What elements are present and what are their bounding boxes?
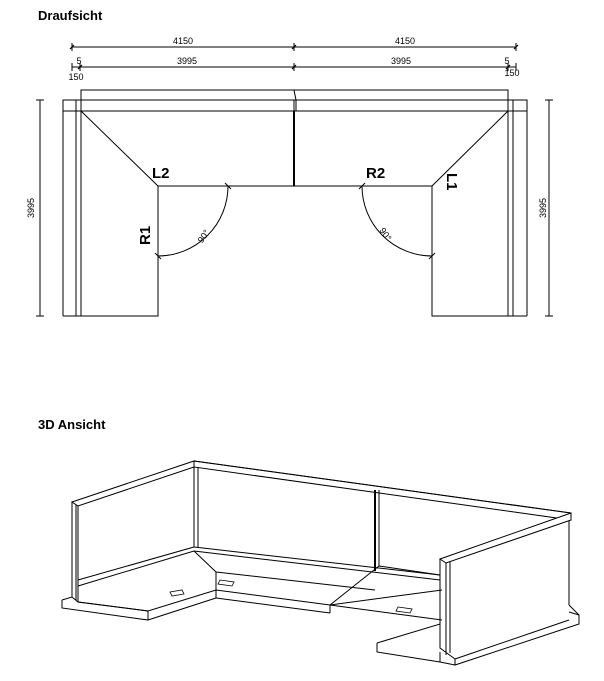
label-l2: L2 <box>152 165 170 182</box>
dim-total-left: 4150 <box>173 36 193 46</box>
3d-view <box>61 460 580 666</box>
left-height-dimension <box>36 99 44 317</box>
dim-small-left-top: 5 <box>76 56 81 66</box>
3d-seat-left <box>61 546 443 621</box>
label-r2: R2 <box>366 165 385 182</box>
right-height-dimension <box>545 99 553 317</box>
3d-right-wall <box>438 512 580 666</box>
plan-part-labels: L2 R2 R1 L1 90° 90° <box>137 165 460 245</box>
right-side-wall <box>507 100 528 317</box>
angle-label-right: 90° <box>377 226 393 243</box>
left-side-wall <box>62 100 82 317</box>
dim-total-right: 4150 <box>395 36 415 46</box>
dim-inner-left: 3995 <box>177 56 197 66</box>
3d-view-title: 3D Ansicht <box>38 417 106 432</box>
3d-floor-markings <box>169 579 413 614</box>
top-dimension-line <box>69 43 519 51</box>
angle-label-left: 90° <box>196 228 212 245</box>
plan-view <box>36 43 553 317</box>
back-wall <box>62 99 528 112</box>
label-r1: R1 <box>137 226 154 245</box>
inner-dimension-line <box>71 63 517 71</box>
dim-small-right-top: 5 <box>504 56 509 66</box>
dim-height-left: 3995 <box>26 198 36 218</box>
angle-arc-left <box>154 182 232 260</box>
label-l1: L1 <box>443 173 460 191</box>
seat-outline <box>80 110 509 317</box>
dim-small-right-bottom: 150 <box>504 68 519 78</box>
angle-arc-right <box>358 182 436 260</box>
plan-dimension-labels: 4150 4150 3995 3995 5 5 150 150 3995 399… <box>26 36 548 218</box>
dim-height-right: 3995 <box>538 198 548 218</box>
dim-small-left-bottom: 150 <box>68 72 83 82</box>
3d-seat-right <box>329 565 456 666</box>
dim-inner-right: 3995 <box>391 56 411 66</box>
plan-view-title: Draufsicht <box>38 8 103 23</box>
